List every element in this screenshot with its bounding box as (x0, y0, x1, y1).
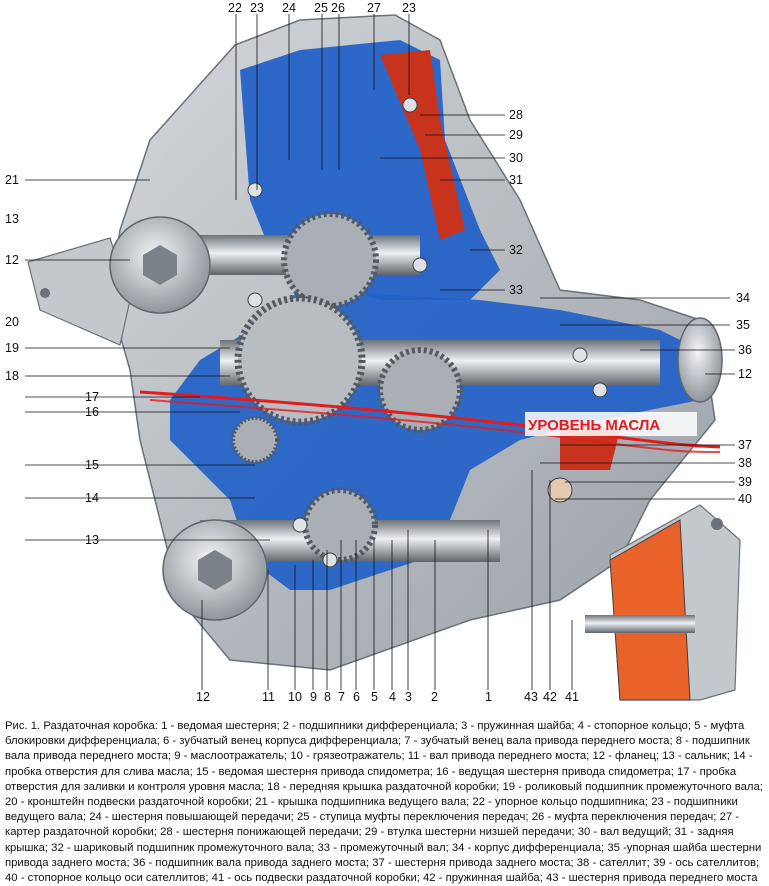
label-top: 23 (250, 1, 264, 15)
right-labels: 28 29 30 31 32 33 34 35 36 12 37 38 39 4… (509, 108, 752, 506)
bottom-labels: 12 11 10 9 8 7 6 5 4 3 2 1 43 42 41 (196, 690, 579, 704)
label-left: 19 (5, 341, 19, 355)
top-labels: 22 23 24 25 26 27 23 (228, 1, 416, 15)
label-right: 35 (736, 318, 750, 332)
label-right: 34 (736, 291, 750, 305)
label-bottom: 5 (371, 690, 378, 704)
label-right: 31 (509, 173, 523, 187)
label-bottom: 42 (543, 690, 557, 704)
label-bottom: 1 (485, 690, 492, 704)
label-right: 28 (509, 108, 523, 122)
label-right: 36 (738, 343, 752, 357)
label-left: 13 (5, 212, 19, 226)
label-left: 17 (85, 390, 99, 404)
oil-level-label: УРОВЕНЬ МАСЛА (528, 417, 660, 434)
label-left: 12 (5, 253, 19, 267)
label-right: 12 (738, 367, 752, 381)
label-bottom: 8 (324, 690, 331, 704)
label-top: 23 (402, 1, 416, 15)
label-bottom: 11 (262, 690, 275, 704)
label-right: 39 (738, 475, 752, 489)
label-top: 27 (367, 1, 381, 15)
left-labels: 21 13 12 20 19 18 17 16 15 14 13 (5, 173, 99, 547)
label-bottom: 2 (431, 690, 438, 704)
label-right: 33 (509, 283, 523, 297)
label-bottom: 9 (310, 690, 317, 704)
label-left: 14 (85, 491, 99, 505)
label-left: 16 (85, 405, 99, 419)
label-bottom: 4 (389, 690, 396, 704)
label-top: 25 (314, 1, 328, 15)
label-left: 13 (85, 533, 99, 547)
label-left: 21 (5, 173, 19, 187)
label-bottom: 10 (288, 690, 302, 704)
rear-mount (585, 504, 741, 701)
flange-rear (677, 317, 723, 403)
label-right: 37 (738, 438, 752, 452)
label-top: 24 (282, 1, 296, 15)
gears (231, 211, 463, 563)
bearings (247, 97, 608, 568)
label-left: 20 (5, 315, 19, 329)
label-right: 30 (509, 151, 523, 165)
figure-caption: Рис. 1. Раздаточная коробка: 1 - ведомая… (5, 720, 763, 885)
label-bottom: 6 (353, 690, 360, 704)
label-bottom: 3 (405, 690, 412, 704)
flanges (109, 216, 723, 621)
label-bottom: 12 (196, 690, 210, 704)
transfer-case-diagram: УРОВЕНЬ МАСЛА 22 23 24 25 26 27 23 (5, 1, 752, 704)
label-right: 29 (509, 128, 523, 142)
label-bottom: 43 (524, 690, 538, 704)
label-left: 18 (5, 369, 19, 383)
label-top: 26 (331, 1, 345, 15)
leader-lines (25, 14, 735, 690)
label-bottom: 41 (565, 690, 579, 704)
label-top: 22 (228, 1, 242, 15)
label-right: 32 (509, 243, 523, 257)
label-right: 40 (738, 492, 752, 506)
label-right: 38 (738, 456, 752, 470)
label-bottom: 7 (338, 690, 345, 704)
label-left: 15 (85, 458, 99, 472)
